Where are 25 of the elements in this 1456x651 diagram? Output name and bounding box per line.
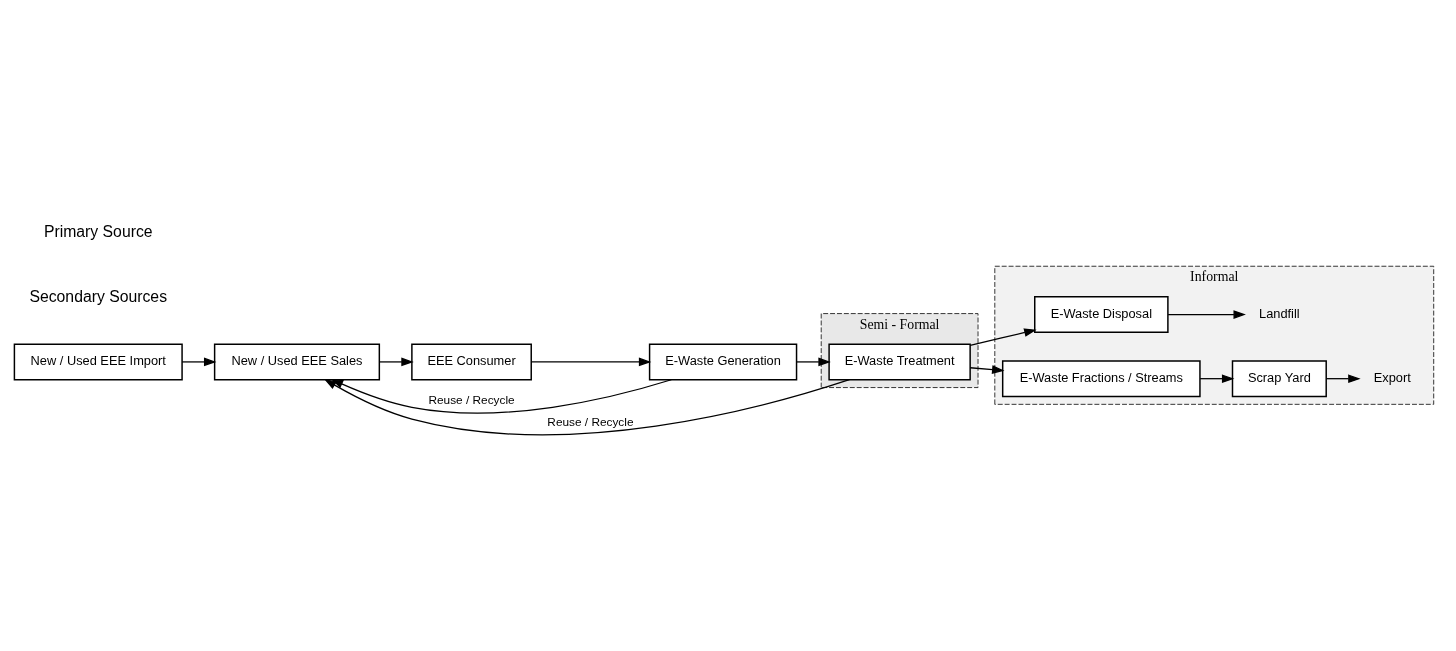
node-box: E-Waste Generation bbox=[648, 343, 798, 381]
arrow bbox=[1199, 374, 1235, 384]
edge-label: Reuse / Recycle bbox=[547, 414, 634, 429]
arrow bbox=[1325, 374, 1361, 384]
arrow bbox=[795, 357, 831, 367]
node-text: Landfill bbox=[1259, 305, 1300, 321]
label: Secondary Sources bbox=[29, 287, 168, 305]
node-box: E-Waste Treatment bbox=[828, 343, 971, 381]
arrow bbox=[1167, 310, 1246, 319]
edge-label: Reuse / Recycle bbox=[428, 392, 515, 407]
arrow bbox=[330, 378, 672, 414]
arrow bbox=[530, 357, 652, 367]
node-box: EEE Consumer bbox=[411, 343, 532, 381]
node-box: E-Waste Disposal bbox=[1034, 296, 1169, 334]
arrow bbox=[378, 357, 414, 367]
arrow bbox=[324, 378, 851, 436]
arrow bbox=[969, 365, 1005, 374]
node-box: E-Waste Fractions / Streams bbox=[1001, 360, 1201, 398]
arrow bbox=[969, 328, 1037, 347]
node-box: Scrap Yard bbox=[1231, 360, 1327, 398]
node-box: New / Used EEE Sales bbox=[213, 343, 381, 381]
label: Primary Source bbox=[43, 223, 153, 241]
node-text: Export bbox=[1373, 370, 1411, 386]
arrow bbox=[181, 357, 217, 367]
node-box: New / Used EEE Import bbox=[13, 343, 183, 381]
